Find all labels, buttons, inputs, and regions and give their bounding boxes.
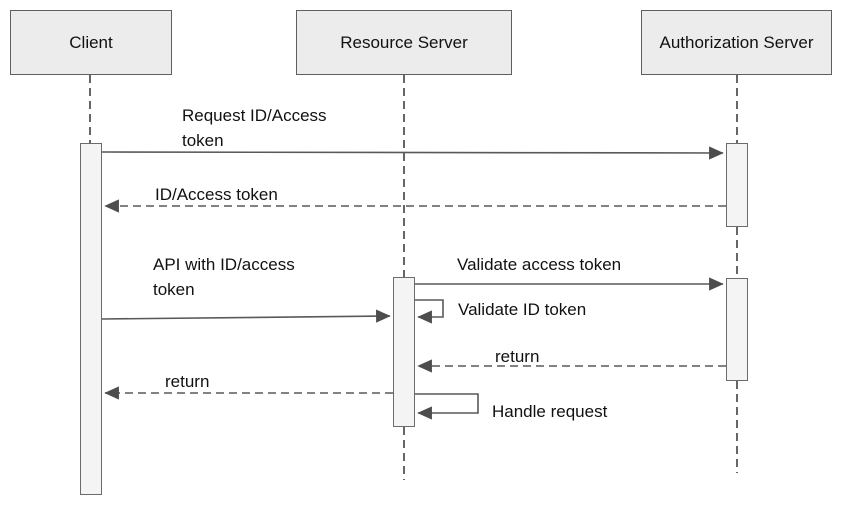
message-arrow-api-call xyxy=(101,309,391,323)
message-label-request-token: Request ID/Access token xyxy=(182,106,327,150)
message-label-id-access-token: ID/Access token xyxy=(155,185,278,204)
activation-bar-authorization-server-1 xyxy=(726,143,748,227)
actor-label-authorization-server: Authorization Server xyxy=(659,32,814,52)
message-label-api-call: API with ID/access token xyxy=(153,255,295,299)
activation-bar-client xyxy=(80,143,102,495)
message-label-handle-request: Handle request xyxy=(492,402,608,421)
message-label-return-to-client: return xyxy=(165,372,210,391)
actor-label-resource-server: Resource Server xyxy=(340,32,468,52)
actor-box-client: Client xyxy=(10,10,172,75)
message-arrow-validate-id-self xyxy=(415,299,444,324)
actor-label-client: Client xyxy=(69,32,113,52)
actor-box-authorization-server: Authorization Server xyxy=(641,10,832,75)
message-arrow-handle-request-self xyxy=(415,393,479,420)
message-label-validate-access: Validate access token xyxy=(457,255,622,274)
message-label-validate-id: Validate ID token xyxy=(458,300,587,319)
message-label-return-to-resource: return xyxy=(495,347,540,366)
activation-bar-resource-server xyxy=(393,277,415,427)
activation-bar-authorization-server-2 xyxy=(726,278,748,381)
actor-box-resource-server: Resource Server xyxy=(296,10,512,75)
message-arrow-request-token xyxy=(101,146,724,160)
